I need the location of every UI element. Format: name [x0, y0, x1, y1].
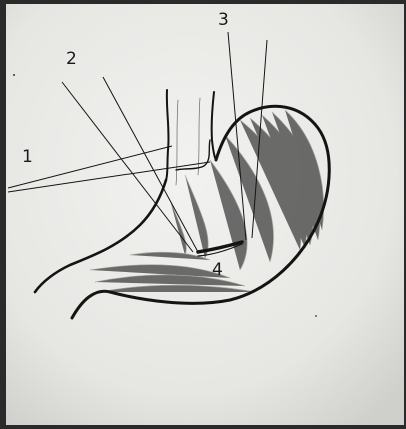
label-3: 3 [218, 10, 229, 30]
label-2: 2 [66, 49, 77, 69]
label-1: 1 [22, 147, 33, 167]
label-4: 4 [212, 260, 223, 280]
